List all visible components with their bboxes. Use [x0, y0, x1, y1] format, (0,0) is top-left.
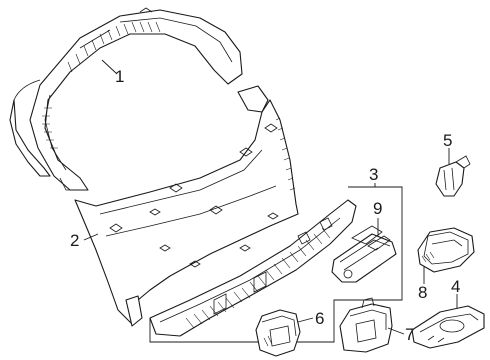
part-3-scuff-plate: [149, 199, 357, 337]
part-4-lamp-base: [411, 305, 485, 349]
callout-8: 8: [418, 283, 427, 302]
leader-lines: [83, 59, 458, 335]
callout-5: 5: [443, 131, 452, 150]
part-9-handle: [331, 225, 397, 283]
callout-3: 3: [369, 165, 378, 184]
callout-7: 7: [405, 325, 414, 344]
part-8-lamp-housing: [417, 227, 475, 273]
callout-labels: 1 2 3 4 5 6 7 8 9: [70, 67, 460, 344]
part-2-liftgate-trim-panel: [74, 99, 299, 327]
window-glass-outline: [9, 79, 51, 177]
part-7-latch-bracket: [339, 297, 393, 353]
callout-6: 6: [315, 309, 324, 328]
callout-1: 1: [115, 67, 124, 86]
upper-weatherstrip: [237, 85, 269, 113]
callout-9: 9: [373, 199, 382, 218]
group-3-bracket: [149, 186, 403, 343]
part-1-upper-garnish: [29, 7, 243, 191]
part-6-switch: [255, 309, 301, 357]
part-5-clip: [435, 155, 471, 197]
callout-2: 2: [70, 231, 79, 250]
callout-4: 4: [451, 277, 460, 296]
